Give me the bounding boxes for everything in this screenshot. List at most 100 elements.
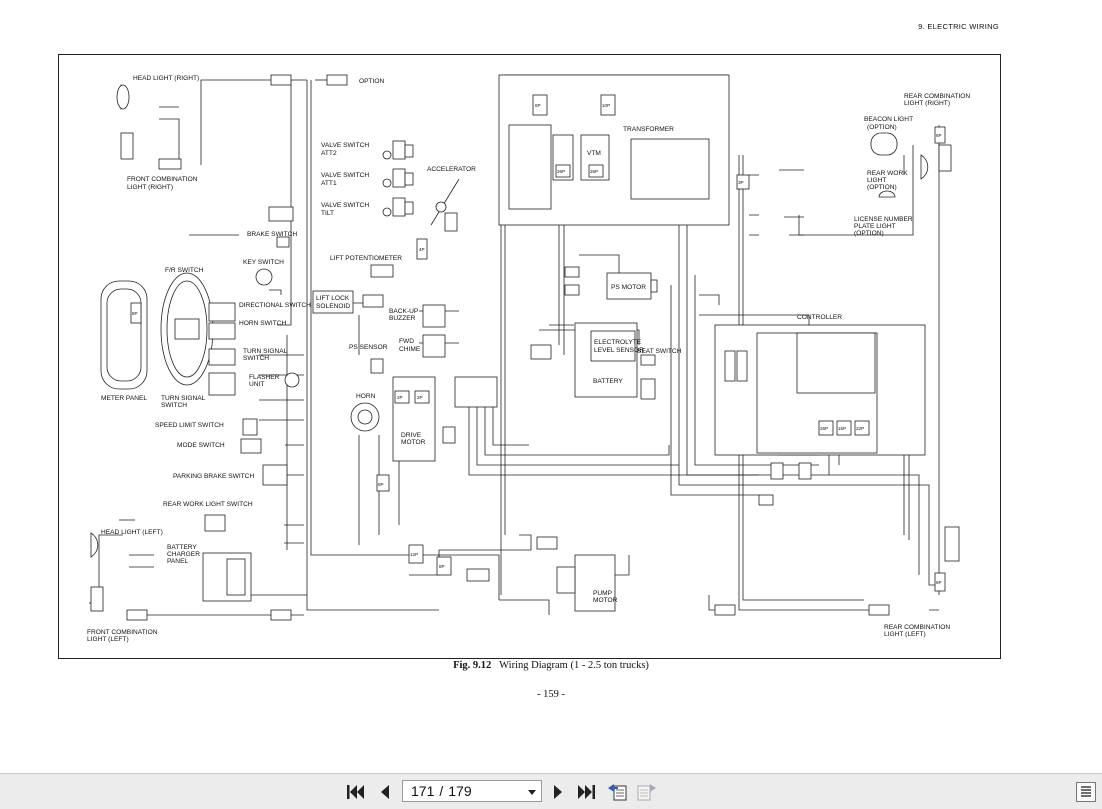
front-comb-left-label-1: FRONT COMBINATION (87, 629, 158, 636)
go-back-button[interactable] (606, 782, 628, 802)
chevron-down-icon[interactable] (527, 788, 537, 796)
connector (270, 609, 292, 621)
key-switch: KEY SWITCH (243, 259, 284, 286)
connector-8p-label: 8P (439, 564, 445, 569)
accelerator-label: ACCELERATOR (427, 166, 476, 173)
brake-switch-label: BRAKE SWITCH (247, 231, 297, 238)
connector-4p (798, 462, 812, 480)
electrolyte-label-1: ELECTROLYTE (594, 339, 642, 346)
first-page-button[interactable] (344, 782, 366, 802)
rear-comb-left-label-2: LIGHT (LEFT) (884, 631, 926, 638)
rear-work-switch-label: REAR WORK LIGHT SWITCH (163, 501, 253, 508)
backup-buzzer-label-1: BACK-UP (389, 308, 419, 315)
front-combination-light-right: FRONT COMBINATION LIGHT (RIGHT) (120, 132, 198, 191)
valve-att1-label-1: VALVE SWITCH (321, 172, 369, 179)
go-forward-button[interactable] (636, 782, 658, 802)
head-light-left-label: HEAD LIGHT (LEFT) (101, 529, 163, 536)
beacon-label-1: BEACON LIGHT (864, 116, 913, 123)
connector (270, 74, 292, 86)
fwd-chime-label-2: CHIME (399, 346, 421, 353)
connector (158, 158, 182, 170)
connector-6p-rear-right: 6P (936, 133, 942, 138)
pump-motor-label-1: PUMP (593, 590, 613, 597)
battery: ELECTROLYTE LEVEL SENSOR BATTERY (530, 322, 644, 398)
connector-12p (408, 544, 424, 564)
head-light-right-label: HEAD LIGHT (RIGHT) (133, 75, 199, 82)
battery-label: BATTERY (593, 378, 623, 385)
rear-combination-light-right: 6P REAR COMBINATION LIGHT (RIGHT) (904, 93, 970, 172)
connector-12p-label: 12P (410, 552, 418, 557)
flasher-label-2: UNIT (249, 381, 264, 388)
parking-brake-label: PARKING BRAKE SWITCH (173, 473, 254, 480)
key-switch-label: KEY SWITCH (243, 259, 284, 266)
turn-signal-label-1: TURN SIGNAL (161, 395, 206, 402)
brake-switch: BRAKE SWITCH (247, 206, 297, 248)
wiring-diagram: HEAD LIGHT (RIGHT) FRONT COMBINATION LIG… (87, 74, 970, 643)
figure-title: Wiring Diagram (1 - 2.5 ton trucks) (499, 660, 649, 671)
speed-limit-switch: SPEED LIMIT SWITCH (155, 418, 258, 436)
parking-brake-switch: PARKING BRAKE SWITCH (173, 464, 288, 486)
license-label-1: LICENSE NUMBER (854, 216, 913, 223)
battery-charger-label-3: PANEL (167, 558, 188, 565)
seat-switch: SEAT SWITCH (637, 348, 682, 400)
sidebar-toggle-button[interactable] (1076, 782, 1096, 802)
ps-sensor-label: PS SENSOR (349, 344, 388, 351)
connector-8p-meter: 8P (132, 311, 138, 316)
controller: 26P 16P 22P CONTROLLER (714, 314, 926, 456)
connector (714, 604, 736, 616)
forward-view-icon (637, 784, 656, 801)
beacon-light: BEACON LIGHT (OPTION) (864, 116, 913, 156)
rear-comb-left-label-1: REAR COMBINATION (884, 624, 950, 631)
connector (868, 604, 890, 616)
connector-4p-label: 4P (419, 247, 425, 252)
drive-motor: 2P 2P DRIVE MOTOR (392, 376, 436, 462)
connector-16p-ctrl: 16P (838, 426, 846, 431)
page-separator: / (439, 783, 444, 799)
connector (126, 609, 148, 621)
current-page[interactable]: 171 (411, 783, 435, 799)
battery-charger-label-1: BATTERY (167, 544, 197, 551)
pump-motor: PUMP MOTOR (556, 554, 618, 612)
controller-label: CONTROLLER (797, 314, 842, 321)
transformer-block: TRANSFORMER VTM 6P 10P 26P 26P (498, 74, 730, 226)
valve-tilt-label-2: TILT (321, 210, 334, 217)
connector-6p-horn: 6P (378, 482, 384, 487)
last-page-button[interactable] (576, 782, 598, 802)
previous-page-button[interactable] (373, 782, 395, 802)
meter-panel-label: METER PANEL (101, 395, 147, 402)
horn: HORN (350, 393, 380, 432)
rear-work-label-1: REAR WORK (867, 170, 908, 177)
total-pages: 179 (448, 783, 472, 799)
rear-combination-light-left: 6P REAR COMBINATION LIGHT (LEFT) (884, 526, 960, 638)
vtm-label: VTM (587, 150, 601, 157)
connector-option (326, 74, 348, 86)
seat-switch-label: SEAT SWITCH (637, 348, 682, 355)
electrolyte-label-2: LEVEL SENSOR (594, 347, 644, 354)
head-light-right: HEAD LIGHT (RIGHT) (116, 75, 199, 110)
drive-motor-label-2: MOTOR (401, 439, 426, 446)
front-comb-right-label-1: FRONT COMBINATION (127, 176, 198, 183)
connector-26p-ctrl: 26P (820, 426, 828, 431)
lift-potentiometer: LIFT POTENTIOMETER (330, 255, 402, 278)
battery-charger-panel: BATTERY CHARGER PANEL (167, 544, 252, 602)
flasher-label-1: FLASHER (249, 374, 280, 381)
fwd-chime: FWD CHIME (399, 334, 446, 358)
connector-22p-ctrl: 22P (856, 426, 864, 431)
section-header: 9. ELECTRIC WIRING (918, 22, 999, 31)
next-page-button[interactable] (548, 782, 570, 802)
head-light-left: HEAD LIGHT (LEFT) (90, 529, 163, 558)
rear-work-label-2: LIGHT (867, 177, 886, 184)
valve-switch-att1: VALVE SWITCH ATT1 (321, 168, 414, 188)
page-number-field[interactable]: 171 / 179 (402, 780, 542, 802)
next-page-icon (554, 785, 562, 799)
page-number: - 159 - (537, 689, 565, 700)
connector-6p-rear-left: 6P (936, 580, 942, 585)
license-label-2: PLATE LIGHT (854, 223, 896, 230)
pump-motor-label-2: MOTOR (593, 597, 618, 604)
valve-att1-label-2: ATT1 (321, 180, 337, 187)
front-combination-light-left: FRONT COMBINATION LIGHT (LEFT) (87, 586, 158, 643)
back-view-icon (608, 784, 627, 801)
connector-6p (376, 474, 390, 492)
wiring-diagram-frame: HEAD LIGHT (RIGHT) FRONT COMBINATION LIG… (58, 54, 1001, 659)
connector-26p-label-a: 26P (557, 169, 565, 174)
